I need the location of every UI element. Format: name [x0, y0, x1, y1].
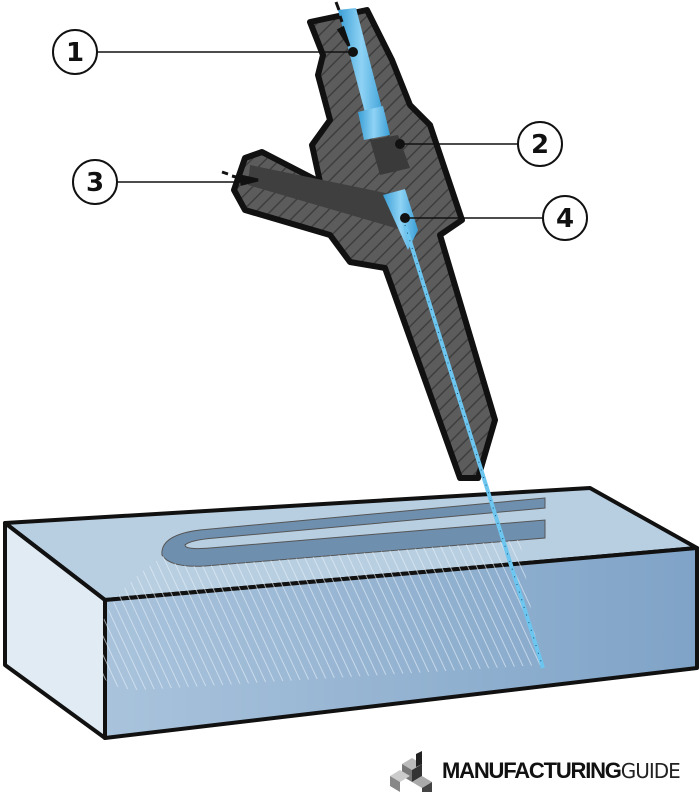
logo-cubes-icon: [390, 751, 432, 792]
abrasive-channel: [248, 165, 402, 230]
logo-text-light: GUIDE: [620, 759, 681, 783]
water-flow-arrow: [334, 1, 351, 47]
water-jet-stream: [403, 224, 545, 669]
workpiece-block: [3, 486, 699, 740]
callout-number: 4: [556, 204, 574, 234]
logo-text-bold: MANUFACTURING: [442, 758, 622, 783]
abrasive-flow-arrow: [221, 170, 259, 186]
callout-number: 3: [86, 168, 104, 198]
callout-number: 2: [531, 130, 549, 160]
water-channel: [338, 8, 385, 124]
callout-4: 4: [400, 195, 588, 241]
cut-slot: [161, 497, 546, 567]
callout-1: 1: [52, 29, 358, 75]
callout-2: 2: [395, 121, 563, 167]
callout-number: 1: [66, 38, 84, 68]
callout-3: 3: [72, 159, 240, 205]
water-tube: [358, 106, 390, 140]
cut-kerf-surface: [95, 540, 540, 690]
